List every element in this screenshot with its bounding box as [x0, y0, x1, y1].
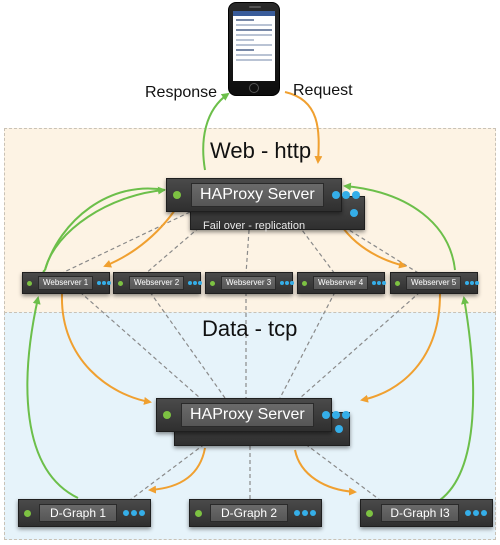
link-ws2-bottom — [149, 291, 226, 399]
activity-dots — [294, 510, 316, 516]
activity-dots — [280, 281, 295, 285]
haproxy-web-server: HAProxy Server — [166, 178, 360, 212]
status-led — [195, 509, 202, 517]
ws1-to-data-proxy-arrow — [60, 293, 152, 405]
status-led — [27, 280, 32, 286]
status-led — [173, 191, 181, 199]
link-top-ws1 — [59, 211, 191, 275]
proxy-to-ws-left-arrow — [103, 209, 176, 268]
failover-caption: Fail over - replication — [203, 220, 306, 232]
request-label: Request — [293, 82, 353, 99]
activity-dots — [372, 281, 387, 285]
status-led — [210, 280, 215, 286]
link-top-ws4 — [289, 213, 336, 275]
link-ws4-bottom — [279, 291, 336, 399]
haproxy-data-label: HAProxy Server — [181, 403, 314, 427]
web-zone-label: Web - http — [210, 138, 312, 163]
webserver-1: Webserver 1 — [22, 272, 112, 294]
dgraph-3: D-Graph I3 — [360, 499, 493, 527]
status-led — [366, 509, 373, 517]
link-bottom-dg1 — [129, 439, 211, 501]
status-led — [24, 509, 31, 517]
activity-dots — [188, 281, 203, 285]
haproxy-data-server: HAProxy Server — [156, 398, 350, 432]
dgraph-1: D-Graph 1 — [18, 499, 151, 527]
phone-home-button — [249, 83, 259, 93]
webserver-4: Webserver 4 — [297, 272, 387, 294]
link-ws5-bottom — [299, 291, 421, 399]
activity-dots — [465, 281, 480, 285]
webserver-1-label: Webserver 1 — [38, 276, 94, 290]
activity-dots — [465, 510, 487, 516]
dgraph-3-label: D-Graph I3 — [381, 504, 459, 522]
phone-speaker — [249, 6, 261, 8]
activity-dots — [350, 209, 358, 217]
status-led — [118, 280, 123, 286]
webserver-3: Webserver 3 — [205, 272, 295, 294]
webserver-5: Webserver 5 — [390, 272, 480, 294]
status-led — [163, 411, 171, 419]
link-ws1-bottom — [79, 291, 201, 399]
webserver-2: Webserver 2 — [113, 272, 203, 294]
data-zone-label: Data - tcp — [202, 316, 298, 341]
status-led — [395, 280, 400, 286]
activity-dots — [321, 411, 350, 419]
activity-dots — [123, 510, 145, 516]
haproxy-web-label: HAProxy Server — [191, 183, 324, 207]
response-label: Response — [145, 84, 218, 101]
proxy-to-dg3-arrow — [294, 449, 357, 496]
ws5-to-data-proxy-arrow — [360, 293, 441, 403]
webserver-4-label: Webserver 4 — [313, 276, 369, 290]
dg1-to-ws1-arrow — [26, 296, 79, 499]
dgraph-2-label: D-Graph 2 — [210, 504, 288, 522]
dg3-to-ws5-arrow — [439, 296, 475, 501]
phone-screen — [233, 11, 275, 81]
response-arrow — [202, 92, 230, 171]
activity-dots — [97, 281, 112, 285]
dgraph-1-label: D-Graph 1 — [39, 504, 117, 522]
request-arrow — [284, 91, 323, 164]
webserver-3-label: Webserver 3 — [221, 276, 277, 290]
ws1-response-path — [44, 187, 166, 271]
ws1-to-proxy-arrow — [44, 186, 166, 271]
webserver-2-label: Webserver 2 — [129, 276, 185, 290]
link-bottom-dg3 — [299, 439, 381, 501]
status-led — [302, 280, 307, 286]
activity-dots — [331, 191, 360, 199]
proxy-to-dg1-arrow — [148, 447, 206, 494]
activity-dots — [335, 425, 343, 433]
smartphone-icon — [228, 2, 280, 96]
webserver-5-label: Webserver 5 — [406, 276, 462, 290]
dgraph-2: D-Graph 2 — [189, 499, 322, 527]
ws5-to-proxy-arrow — [343, 182, 456, 271]
